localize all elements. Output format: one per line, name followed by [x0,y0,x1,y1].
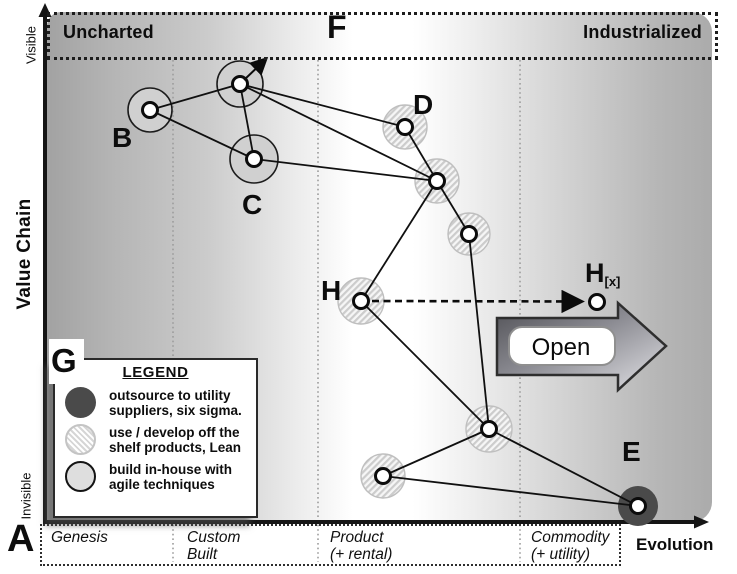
map-edge-N2-H [360,180,438,302]
stage-gridlines [172,60,521,562]
map-edge-D-N2 [404,126,438,182]
uncharted-industrialized-banner: Uncharted Industrialized [47,12,718,60]
legend-item-text: outsource to utility suppliers, six sigm… [109,387,242,418]
map-edge-N1-C [239,83,255,160]
stage-label: Commodity(+ utility) [531,529,610,563]
node-centers [141,75,647,515]
point-b-label: B [112,122,133,153]
point-c-label: C [242,189,263,220]
x-axis-title: Evolution [636,535,714,554]
map-edge-N1-D [239,83,406,128]
offshelf-circle-icon [65,424,96,455]
legend-title: LEGEND [122,364,189,381]
map-edge-N3-N4 [468,233,490,430]
legend-item-outsource: outsource to utility suppliers, six sigm… [65,387,252,418]
hx-main: H [585,258,605,288]
map-edge-B-C [149,109,255,160]
map-edge-N4-N5 [382,428,490,477]
node-H [352,292,370,310]
hx-subscript: [x] [604,274,621,289]
node-N3 [460,225,478,243]
node-E [629,497,647,515]
node-N4 [480,420,498,438]
point-f-label: F [327,9,347,45]
map-edges [149,83,639,507]
point-e-label: E [622,436,641,467]
open-arrow-pill [508,326,616,366]
map-edge-N5-E [382,475,639,507]
node-N1 [231,75,249,93]
h-to-hx-dashed-arrow [371,289,585,314]
map-edge-B-N1 [149,83,241,111]
stage-label: Genesis [51,529,108,546]
node-C [245,150,263,168]
point-a-label: A [7,518,35,560]
legend-item-offshelf: use / develop off the shelf products, Le… [65,424,252,455]
map-arrows [243,56,585,314]
legend-box: LEGEND outsource to utility suppliers, s… [53,358,258,518]
node-N2 [428,172,446,190]
map-edge-C-N2 [253,158,438,182]
open-movement-arrow: Open [495,300,668,393]
map-edge-N4-E [488,428,639,507]
node-D [396,118,414,136]
node-N5 [374,467,392,485]
banner-uncharted-label: Uncharted [63,22,154,42]
point-h-label: H [321,275,342,306]
x-axis-arrowhead-icon [694,515,709,529]
node-B [141,101,159,119]
map-edge-N1-N2 [239,83,438,182]
growth-arrow [243,56,269,81]
legend-item-inhouse: build in-house with agile techniques [65,461,252,492]
map-edge-N2-N3 [436,180,470,235]
legend-item-text: build in-house with agile techniques [109,461,232,492]
open-arrow-label: Open [532,334,591,361]
inhouse-circle-icon [65,461,96,492]
outsource-circle-icon [65,387,96,418]
axes [38,3,709,529]
map-edge-H-N4 [360,300,490,430]
point-g-label: G [49,339,84,384]
stage-label: Product(+ rental) [330,529,393,563]
node-HX [588,293,606,311]
legend-item-text: use / develop off the shelf products, Le… [109,424,242,455]
point-hx-label: H[x] [585,258,621,289]
point-d-label: D [413,89,434,120]
banner-industrialized-label: Industrialized [583,22,702,42]
